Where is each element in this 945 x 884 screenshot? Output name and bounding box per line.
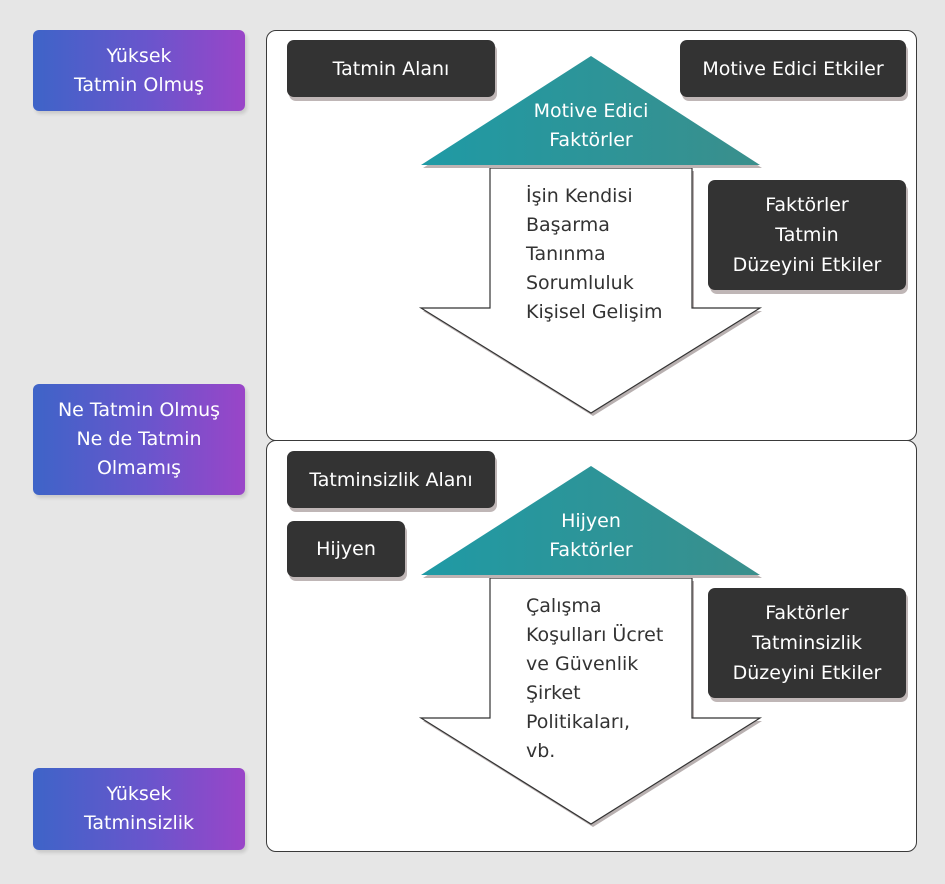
motivators-triangle-label: Motive Edici Faktörler — [491, 97, 691, 155]
hygiene-effect-note-line2: Tatminsizlik — [751, 632, 863, 654]
motivator-effect-note-line1: Faktörler — [765, 194, 849, 216]
motivator-effects-title-text: Motive Edici Etkiler — [702, 57, 884, 80]
label-neutral-line2: Ne de Tatmin — [76, 428, 202, 450]
motivators-down-arrow — [418, 167, 763, 416]
list-item: Kişisel Gelişim — [526, 301, 663, 323]
list-item: Şirket — [526, 682, 581, 704]
list-item: ve Güvenlik — [526, 653, 639, 675]
motivator-effect-note: Faktörler Tatmin Düzeyini Etkiler — [708, 180, 906, 290]
hygiene-triangle-label-line1: Hijyen — [561, 510, 621, 532]
list-item: Çalışma — [526, 595, 602, 617]
label-neutral: Ne Tatmin Olmuş Ne de Tatmin Olmamış — [33, 384, 245, 495]
label-high-satisfaction-line2: Tatmin Olmuş — [73, 73, 205, 96]
motivators-triangle-label-line1: Motive Edici — [533, 100, 649, 122]
motivator-factor-list: İşin Kendisi Başarma Tanınma Sorumluluk … — [526, 182, 662, 327]
hygiene-triangle — [421, 466, 762, 578]
label-high-dissatisfaction-line2: Tatminsizlik — [83, 812, 195, 834]
motivators-triangle-label-line2: Faktörler — [549, 129, 633, 151]
list-item: İşin Kendisi — [526, 185, 633, 207]
satisfaction-area-title-text: Tatmin Alanı — [332, 57, 450, 80]
motivator-effect-note-line2: Tatmin — [775, 224, 839, 246]
label-high-dissatisfaction-line1: Yüksek — [106, 783, 172, 805]
hygiene-factor-list: Çalışma Koşulları Ücret ve Güvenlik Şirk… — [526, 592, 663, 766]
hygiene-triangle-label-line2: Faktörler — [549, 539, 633, 561]
hygiene-triangle-label: Hijyen Faktörler — [491, 507, 691, 565]
motivator-effects-title: Motive Edici Etkiler — [680, 40, 906, 97]
hygiene-effect-note-line1: Faktörler — [765, 602, 849, 624]
motivator-effect-note-line3: Düzeyini Etkiler — [732, 254, 882, 276]
label-neutral-line1: Ne Tatmin Olmuş — [57, 399, 221, 421]
dissatisfaction-area-title: Tatminsizlik Alanı — [287, 451, 495, 508]
list-item: Politikaları, — [526, 711, 631, 733]
label-neutral-line3: Olmamış — [96, 457, 182, 479]
hygiene-type-label-text: Hijyen — [316, 538, 376, 560]
list-item: Başarma — [526, 214, 610, 236]
label-high-dissatisfaction: Yüksek Tatminsizlik — [33, 768, 245, 850]
list-item: vb. — [526, 740, 556, 762]
hygiene-down-arrow — [418, 577, 763, 827]
label-high-satisfaction: Yüksek Tatmin Olmuş — [33, 30, 245, 111]
dissatisfaction-area-title-text: Tatminsizlik Alanı — [309, 468, 473, 491]
list-item: Koşulları Ücret — [526, 624, 664, 646]
hygiene-type-label: Hijyen — [287, 521, 405, 577]
satisfaction-area-title: Tatmin Alanı — [287, 40, 495, 97]
hygiene-effect-note: Faktörler Tatminsizlik Düzeyini Etkiler — [708, 588, 906, 698]
motivators-triangle — [421, 56, 762, 168]
list-item: Sorumluluk — [526, 272, 634, 294]
hygiene-effect-note-line3: Düzeyini Etkiler — [732, 662, 882, 684]
list-item: Tanınma — [526, 243, 606, 265]
label-high-satisfaction-line1: Yüksek — [106, 44, 172, 67]
